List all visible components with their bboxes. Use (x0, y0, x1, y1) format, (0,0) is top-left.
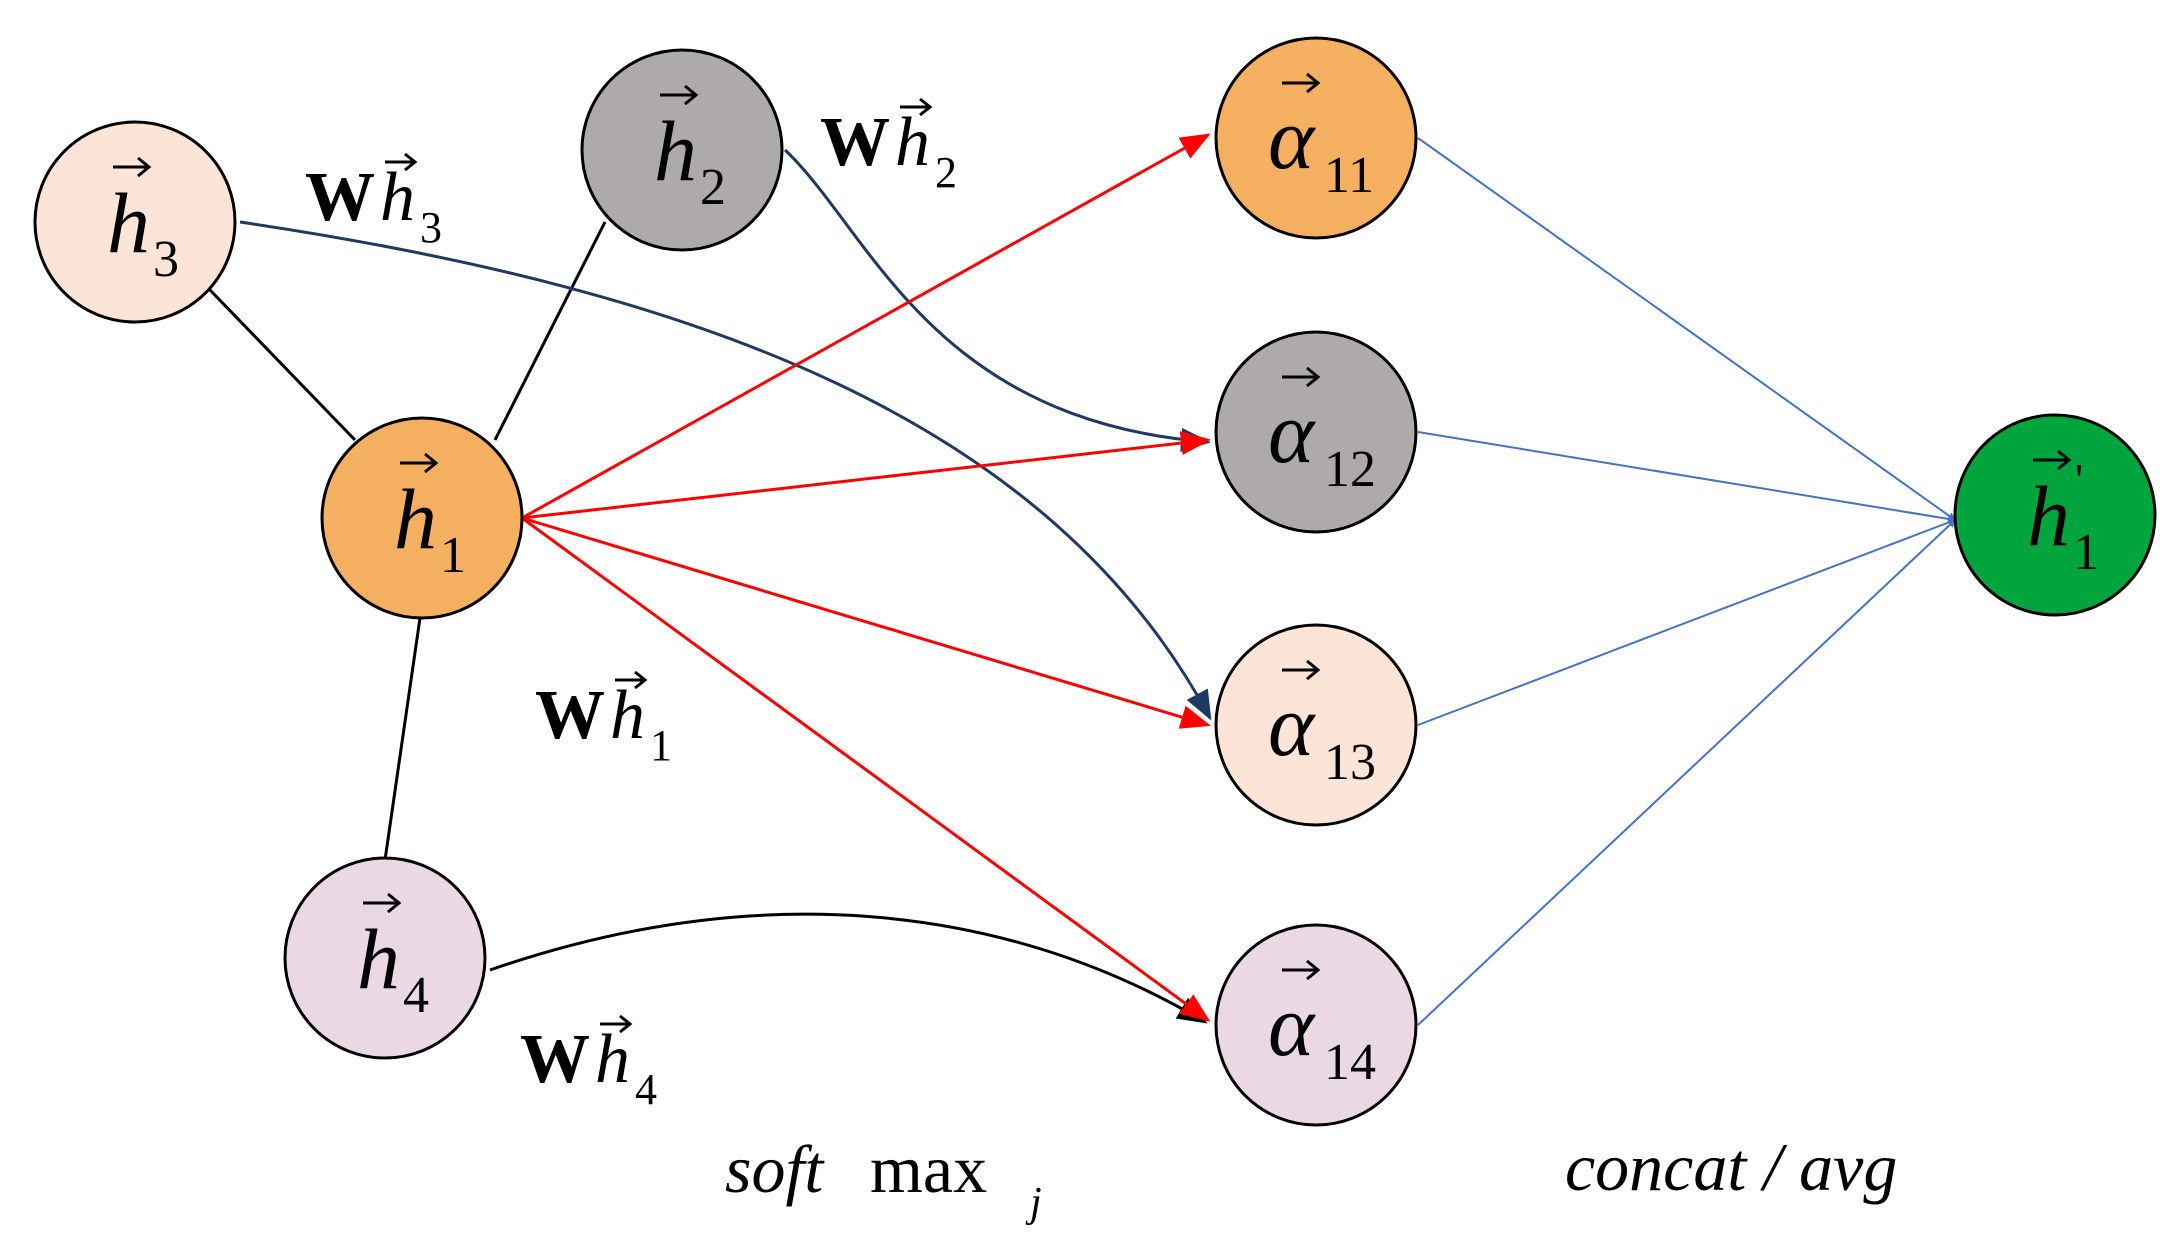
node-circle (320, 416, 524, 620)
edge-h2-a12 (783, 148, 1211, 452)
node-symbol: h (107, 175, 150, 271)
node-circle (580, 48, 784, 252)
edge-h1-a12 (521, 431, 1211, 520)
edge-h1-a11 (521, 133, 1211, 520)
label-concat-avg: concat / avg (1565, 1129, 1897, 1205)
node-subscript: 12 (1324, 441, 1376, 498)
label-wh2: W h 2 (820, 97, 957, 197)
svg-text:h: h (895, 104, 930, 181)
edge-h3-h1 (208, 288, 357, 442)
node-circle (33, 120, 237, 324)
node-subscript: 3 (153, 231, 179, 288)
edge-a11-hout (1417, 137, 1956, 521)
edge-h3-a13 (239, 220, 1212, 721)
node-subscript: 4 (403, 967, 429, 1024)
label-wh1: W h 1 (535, 670, 672, 770)
node-symbol: h (357, 911, 400, 1007)
edge-a14-hout (1417, 519, 1956, 1026)
node-circle (283, 856, 487, 1060)
edge-h1-a14 (521, 516, 1211, 1022)
node-subscript: 11 (1324, 147, 1374, 204)
label-wh3: W h 3 (305, 152, 442, 252)
svg-text:4: 4 (635, 1065, 657, 1114)
node-subscript: 1 (440, 527, 466, 584)
vector-arrow-icon (1282, 659, 1321, 681)
node-circle (1214, 623, 1418, 827)
vector-arrow-icon (2033, 449, 2072, 471)
vector-arrow-icon (660, 84, 699, 106)
node-symbol: h (654, 103, 697, 199)
node-circle (1214, 330, 1418, 534)
node-circle (1953, 413, 2157, 617)
edge-h1-a13 (521, 516, 1211, 729)
edge-a12-hout (1417, 431, 1956, 523)
node-symbol: α (1268, 385, 1316, 482)
node-superscript: ' (2075, 454, 2083, 505)
vector-arrow-icon (113, 156, 152, 178)
vector-arrow-icon (1282, 959, 1321, 981)
svg-text:max: max (870, 1131, 987, 1207)
node-symbol: h (394, 471, 437, 567)
edge-h4-a14 (489, 912, 1208, 1024)
svg-text:h: h (380, 159, 415, 236)
edge-a13-hout (1417, 518, 1956, 726)
edge-h2-h1 (493, 221, 607, 441)
node-subscript: 1 (2073, 524, 2099, 581)
svg-text:3: 3 (420, 203, 442, 252)
svg-text:j: j (1025, 1180, 1042, 1226)
node-subscript: 13 (1324, 734, 1376, 791)
node-subscript: 14 (1324, 1034, 1376, 1091)
svg-text:W: W (305, 159, 375, 236)
svg-text:W: W (820, 104, 890, 181)
svg-text:W: W (535, 677, 605, 754)
svg-text:1: 1 (650, 721, 672, 770)
vector-arrow-icon (363, 892, 402, 914)
node-circle (1214, 36, 1418, 240)
node-subscript: 2 (700, 159, 726, 216)
svg-text:W: W (520, 1021, 590, 1098)
svg-text:2: 2 (935, 148, 957, 197)
node-symbol: h (2027, 468, 2070, 564)
edge-h1-h4 (383, 617, 422, 861)
label-wh4: W h 4 (520, 1014, 657, 1114)
node-symbol: α (1268, 678, 1316, 775)
node-symbol: α (1268, 91, 1316, 188)
node-circle (1214, 923, 1418, 1127)
vector-arrow-icon (1282, 72, 1321, 94)
svg-text:h: h (610, 677, 645, 754)
label-softmax: soft max j (725, 1131, 1042, 1226)
node-symbol: α (1268, 978, 1316, 1075)
svg-text:h: h (595, 1021, 630, 1098)
vector-arrow-icon (1282, 366, 1321, 388)
vector-arrow-icon (400, 452, 439, 474)
svg-text:soft: soft (725, 1131, 825, 1207)
